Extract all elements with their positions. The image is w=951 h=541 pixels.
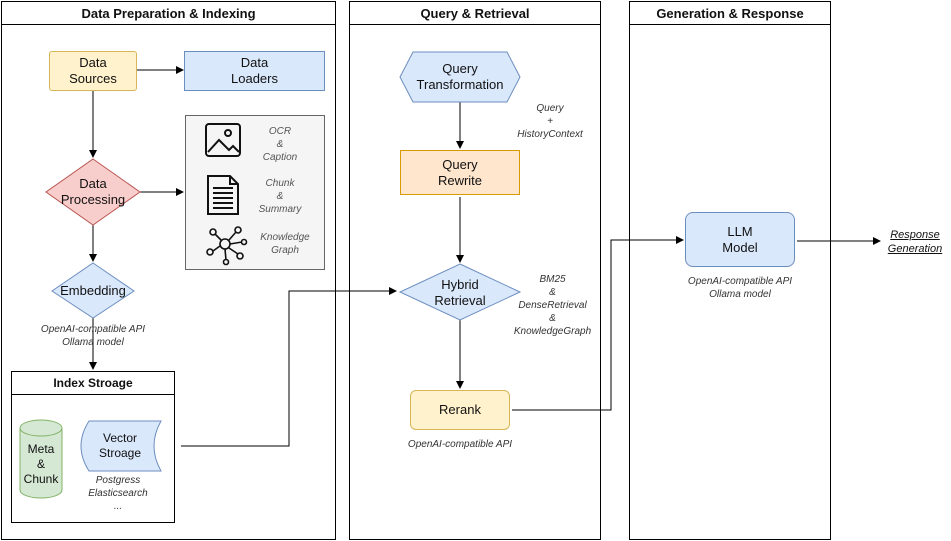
vector-storage-label: Vector Stroage <box>98 431 142 460</box>
rerank-api-label: OpenAI-compatible API <box>407 439 513 450</box>
ocr-caption-label: OCR & Caption <box>262 126 298 163</box>
llm-model-node: LLM Model <box>685 212 795 267</box>
panel-title-query-retrieval: Query & Retrieval <box>350 2 600 25</box>
hybrid-retrieval-label: Hybrid Retrieval <box>434 277 486 308</box>
knowledge-graph-label: Knowledge Graph <box>260 232 310 256</box>
llm-api-label: OpenAI-compatible API Ollama model <box>687 276 793 300</box>
panel-title-generation-response: Generation & Response <box>630 2 830 25</box>
query-context-label: Query + HistoryContext <box>517 103 583 140</box>
meta-chunk-label: Meta & Chunk <box>23 441 59 486</box>
embedding-api-label: OpenAI-compatible API Ollama model <box>40 324 146 348</box>
rerank-node: Rerank <box>410 390 510 430</box>
response-generation-label: Response Generation <box>887 229 943 255</box>
embedding-label: Embedding <box>60 283 126 298</box>
panel-title-data-preparation: Data Preparation & Indexing <box>2 2 335 25</box>
query-transformation-label: Query Transformation <box>416 61 504 92</box>
chunk-summary-label: Chunk & Summary <box>258 178 302 215</box>
retrieval-methods-label: BM25 & DenseRetrieval & KnowledgeGraph <box>513 274 592 337</box>
index-storage-title: Index Stroage <box>12 372 174 395</box>
data-sources-node: Data Sources <box>49 51 137 91</box>
data-loaders-node: Data Loaders <box>184 51 325 91</box>
panel-generation-response: Generation & Response <box>629 1 831 540</box>
query-rewrite-node: Query Rewrite <box>400 150 520 195</box>
data-processing-label: Data Processing <box>60 176 126 207</box>
storage-backends-label: Postgress Elasticsearch ... <box>88 475 148 512</box>
